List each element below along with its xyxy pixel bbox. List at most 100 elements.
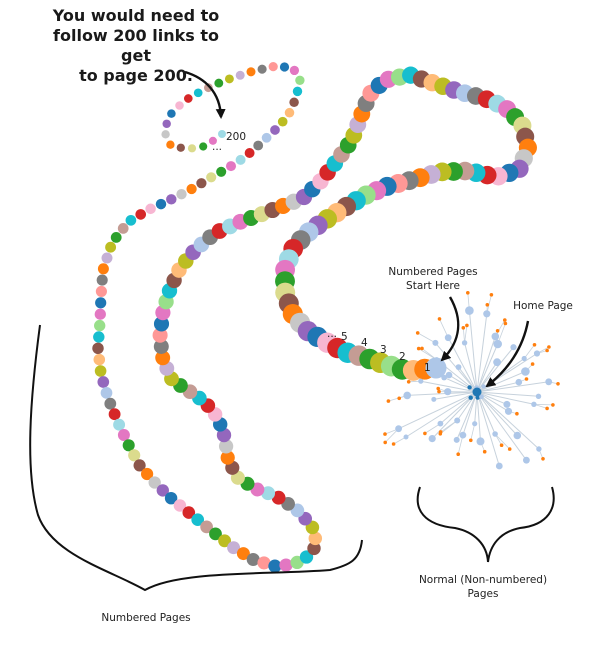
page-node-151 (95, 297, 107, 309)
leaf-page-node (438, 430, 443, 434)
normal-label-line-2: Pages (467, 588, 499, 600)
normal-page-node (476, 437, 485, 446)
page-node-111 (271, 490, 286, 505)
callout-line-3: to page 200. (79, 66, 193, 85)
hub-link (405, 391, 478, 438)
page-node-152 (95, 285, 107, 297)
leaf-page-node (437, 389, 441, 394)
hub-link (476, 391, 540, 450)
page-node-169 (225, 161, 237, 172)
normal-page-node (453, 436, 460, 443)
leaf-page-node (456, 452, 461, 457)
normal-page-node (455, 364, 462, 370)
leaf-page-node (391, 442, 396, 446)
leaf-page-node (524, 377, 529, 381)
leaf-page-node (499, 443, 504, 448)
normal-page-node (434, 357, 440, 363)
normal-page-node (437, 420, 444, 427)
hub-link (476, 391, 508, 405)
page-node-149 (94, 319, 106, 332)
normal-page-node (418, 378, 424, 384)
page-node-141 (108, 408, 121, 421)
page-node-184 (246, 67, 256, 77)
normal-page-node (510, 344, 517, 351)
hub-link (476, 391, 481, 442)
page-node-192 (167, 109, 176, 118)
hub-link (476, 381, 549, 393)
normal-page-node (513, 431, 522, 440)
page-node-143 (100, 387, 113, 399)
page-node-125 (227, 541, 241, 555)
hub-link (476, 381, 519, 393)
page-node-91 (153, 316, 170, 332)
normal-page-node (535, 393, 542, 399)
leaf-page-node (436, 386, 441, 391)
page-node-138 (122, 439, 135, 452)
page-node-128 (200, 520, 213, 534)
page-node-187 (214, 78, 224, 88)
normal-page-node (445, 371, 453, 379)
page-node-200 (218, 130, 226, 138)
normal-page-node (531, 401, 537, 407)
hub-link (398, 391, 478, 430)
normal-page-node (492, 431, 498, 437)
leaf-page-node (465, 323, 469, 328)
callout-line-1: You would need to (52, 6, 220, 25)
page-node-168 (216, 166, 227, 177)
hub-link (476, 343, 499, 393)
leaf-page-node (423, 431, 427, 436)
normal-page-node (493, 358, 501, 367)
leaf-link (417, 332, 436, 344)
page-node-180 (289, 65, 300, 76)
leaf-page-node (383, 440, 388, 445)
normal-page-node (533, 350, 541, 357)
page-node-105 (220, 450, 235, 465)
page-node-176 (284, 107, 295, 118)
arrow-to-home-page (485, 320, 530, 388)
page-node-116 (308, 531, 323, 546)
chain-ellipsis-start: ... (327, 328, 337, 340)
numbered-start-label: Numbered Pages Start Here (388, 265, 478, 293)
hub-link (476, 391, 500, 467)
leaf-link (494, 433, 510, 450)
page-node-189 (193, 88, 203, 98)
arrow-to-first-page (440, 296, 460, 362)
page-node-126 (218, 534, 232, 548)
page-node-153 (96, 274, 108, 286)
leaf-page-node (437, 317, 442, 321)
normal-page-node (461, 340, 468, 346)
home-cluster-node (479, 394, 484, 400)
leaf-page-node (545, 406, 549, 411)
hub-link (476, 371, 526, 393)
page-node-139 (117, 429, 130, 441)
page-node-197 (187, 144, 197, 153)
page-node-132 (164, 491, 178, 505)
page-node-159 (125, 214, 137, 226)
page-node-150 (94, 308, 106, 320)
numbered-pages-bracket (29, 324, 363, 592)
hub-link (476, 336, 496, 393)
page-node-183 (257, 64, 267, 74)
leaf-link (470, 423, 476, 441)
page-node-160 (135, 209, 147, 220)
leaf-link (439, 318, 449, 338)
page-node-174 (270, 125, 280, 135)
leaf-page-node (530, 362, 535, 366)
hub-link (468, 310, 478, 393)
normal-page-node (523, 456, 530, 464)
page-node-154 (97, 263, 109, 275)
leaf-page-node (495, 329, 500, 333)
page-node-177 (289, 97, 299, 108)
normal-page-node (515, 378, 523, 386)
page-node-158 (117, 223, 129, 234)
normal-page-node (395, 425, 402, 433)
normal-page-node (441, 374, 447, 381)
page-node-163 (166, 194, 177, 205)
leaf-page-node (482, 449, 487, 454)
hub-link (476, 391, 496, 435)
page-node-135 (140, 467, 154, 481)
page-node-140 (113, 418, 126, 431)
page-node-131 (173, 499, 187, 512)
normal-label-line-1: Normal (Non-numbered) (418, 574, 548, 586)
